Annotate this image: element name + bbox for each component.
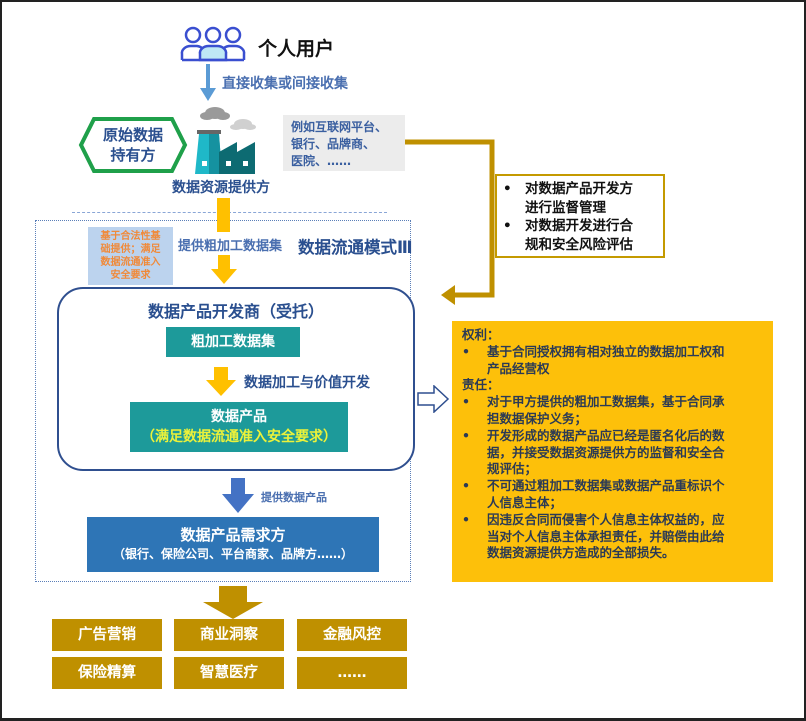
legal-line: 础提供；满足 bbox=[100, 244, 161, 255]
bullet: • bbox=[462, 343, 470, 359]
legal-line: 数据流通准入 bbox=[100, 257, 161, 268]
provide-product-label: 提供数据产品 bbox=[261, 491, 327, 504]
duty-item-line: 人信息主体； bbox=[487, 494, 563, 510]
supervision-item-line: 规和安全风险评估 bbox=[525, 236, 633, 253]
provider-flow-stem bbox=[217, 198, 230, 232]
duty-item-line: 当对个人信息主体承担责任，并赔偿由此给 bbox=[487, 528, 725, 544]
raw-dataset-box: 粗加工数据集 bbox=[166, 327, 300, 357]
example-line: 银行、品牌商、 bbox=[291, 137, 376, 151]
legal-line: 基于合法性基 bbox=[100, 231, 161, 242]
data-holder-line2: 持有方 bbox=[110, 146, 156, 164]
data-holder-line1: 原始数据 bbox=[102, 126, 163, 144]
supervision-item-line: 进行监督管理 bbox=[525, 199, 606, 216]
duty-item: • 不可通过粗加工数据集或数据产品重标识个 人信息主体； bbox=[462, 478, 765, 512]
collect-label: 直接收集或间接收集 bbox=[222, 76, 348, 92]
processing-arrow bbox=[206, 367, 236, 396]
duty-item-line: 据，并接受数据资源提供方的监督和安全合 bbox=[487, 444, 725, 460]
duties-heading: 责任： bbox=[462, 377, 500, 393]
bullet: • bbox=[462, 511, 470, 527]
data-product-title: 数据产品 bbox=[211, 409, 267, 425]
application-tile: 广告营销 bbox=[52, 619, 162, 651]
duty-item-line: 数据资源提供方造成的全部损失。 bbox=[487, 545, 675, 561]
duty-item: • 开发形成的数据产品应已经是匿名化后的数 据，并接受数据资源提供方的监督和安全… bbox=[462, 428, 765, 478]
people-icon bbox=[180, 26, 246, 62]
supervision-item-line: 对数据产品开发方 bbox=[525, 181, 633, 197]
application-tile: 商业洞察 bbox=[174, 619, 284, 651]
rights-item-line: 基于合同授权拥有相对独立的数据加工权和 bbox=[487, 343, 725, 359]
circulation-mode-label: 数据流通模式Ⅲ bbox=[298, 238, 413, 257]
developer-box bbox=[57, 287, 415, 471]
supervision-item: • 对数据产品开发方 进行监督管理 bbox=[503, 180, 657, 217]
applications-arrow bbox=[203, 586, 263, 619]
application-tile: 金融风控 bbox=[297, 619, 407, 651]
raw-dataset-arrow bbox=[211, 255, 237, 284]
processing-label: 数据加工与价值开发 bbox=[244, 375, 370, 391]
data-demand-subtitle: （银行、保险公司、平台商家、品牌方……） bbox=[112, 547, 353, 561]
example-line: 医院、…… bbox=[291, 154, 352, 168]
supervision-box: • 对数据产品开发方 进行监督管理 • 对数据开发进行合 规和安全风险评估 bbox=[495, 174, 665, 258]
rights-heading: 权利： bbox=[462, 327, 500, 342]
bullet: • bbox=[462, 427, 470, 443]
legal-basis-box: 基于合法性基 础提供；满足 数据流通准入 安全要求 bbox=[88, 227, 173, 285]
bullet: • bbox=[462, 394, 470, 410]
data-holder-hexagon bbox=[78, 117, 188, 173]
rights-item-line: 产品经营权 bbox=[487, 360, 550, 376]
legal-line: 安全要求 bbox=[110, 270, 151, 281]
duty-item-line: 因违反合同而侵害个人信息主体权益的，应 bbox=[487, 511, 725, 527]
collect-arrow bbox=[200, 64, 216, 101]
rights-duties-box: 权利： • 基于合同授权拥有相对独立的数据加工权和 产品经营权 责任： • 对于… bbox=[452, 321, 773, 582]
example-line: 例如互联网平台、 bbox=[291, 120, 388, 134]
developer-title: 数据产品开发商（受托） bbox=[147, 302, 324, 321]
supervision-item: • 对数据开发进行合 规和安全风险评估 bbox=[503, 217, 657, 254]
rights-item: • 基于合同授权拥有相对独立的数据加工权和 产品经营权 bbox=[462, 344, 765, 378]
provider-examples-box: 例如互联网平台、 银行、品牌商、 医院、…… bbox=[283, 115, 405, 171]
data-provider-label: 数据资源提供方 bbox=[172, 180, 270, 196]
data-demand-title: 数据产品需求方 bbox=[180, 526, 286, 544]
data-demand-box: 数据产品需求方 （银行、保险公司、平台商家、品牌方……） bbox=[87, 517, 379, 572]
individual-user-label: 个人用户 bbox=[258, 38, 335, 60]
supervision-connector bbox=[405, 139, 495, 305]
provide-product-arrow bbox=[222, 478, 254, 513]
application-tile: 智慧医疗 bbox=[174, 657, 284, 689]
duty-item: • 对于甲方提供的粗加工数据集，基于合同承 担数据保护义务； bbox=[462, 394, 765, 428]
hollow-right-arrow-icon bbox=[417, 385, 450, 413]
duty-item-line: 开发形成的数据产品应已经是匿名化后的数 bbox=[487, 427, 725, 443]
data-holder-label: 原始数据 持有方 bbox=[78, 116, 188, 174]
data-product-box: 数据产品 （满足数据流通准入安全要求） bbox=[130, 402, 348, 452]
duty-item-line: 规评估； bbox=[487, 461, 538, 477]
duty-item-line: 不可通过粗加工数据集或数据产品重标识个 bbox=[487, 478, 725, 494]
application-tile: …… bbox=[297, 657, 407, 689]
bullet: • bbox=[462, 478, 470, 494]
application-tile: 保险精算 bbox=[52, 657, 162, 689]
supervision-item-line: 对数据开发进行合 bbox=[525, 218, 633, 234]
factory-icon bbox=[195, 107, 256, 174]
duty-item-line: 担数据保护义务； bbox=[487, 410, 588, 426]
data-product-subtitle: （满足数据流通准入安全要求） bbox=[141, 429, 337, 445]
bullet: • bbox=[503, 218, 512, 234]
duty-item: • 因违反合同而侵害个人信息主体权益的，应 当对个人信息主体承担责任，并赔偿由此… bbox=[462, 512, 765, 562]
duty-item-line: 对于甲方提供的粗加工数据集，基于合同承 bbox=[487, 394, 725, 410]
provide-raw-dataset-label: 提供粗加工数据集 bbox=[178, 239, 283, 254]
bullet: • bbox=[503, 181, 512, 197]
